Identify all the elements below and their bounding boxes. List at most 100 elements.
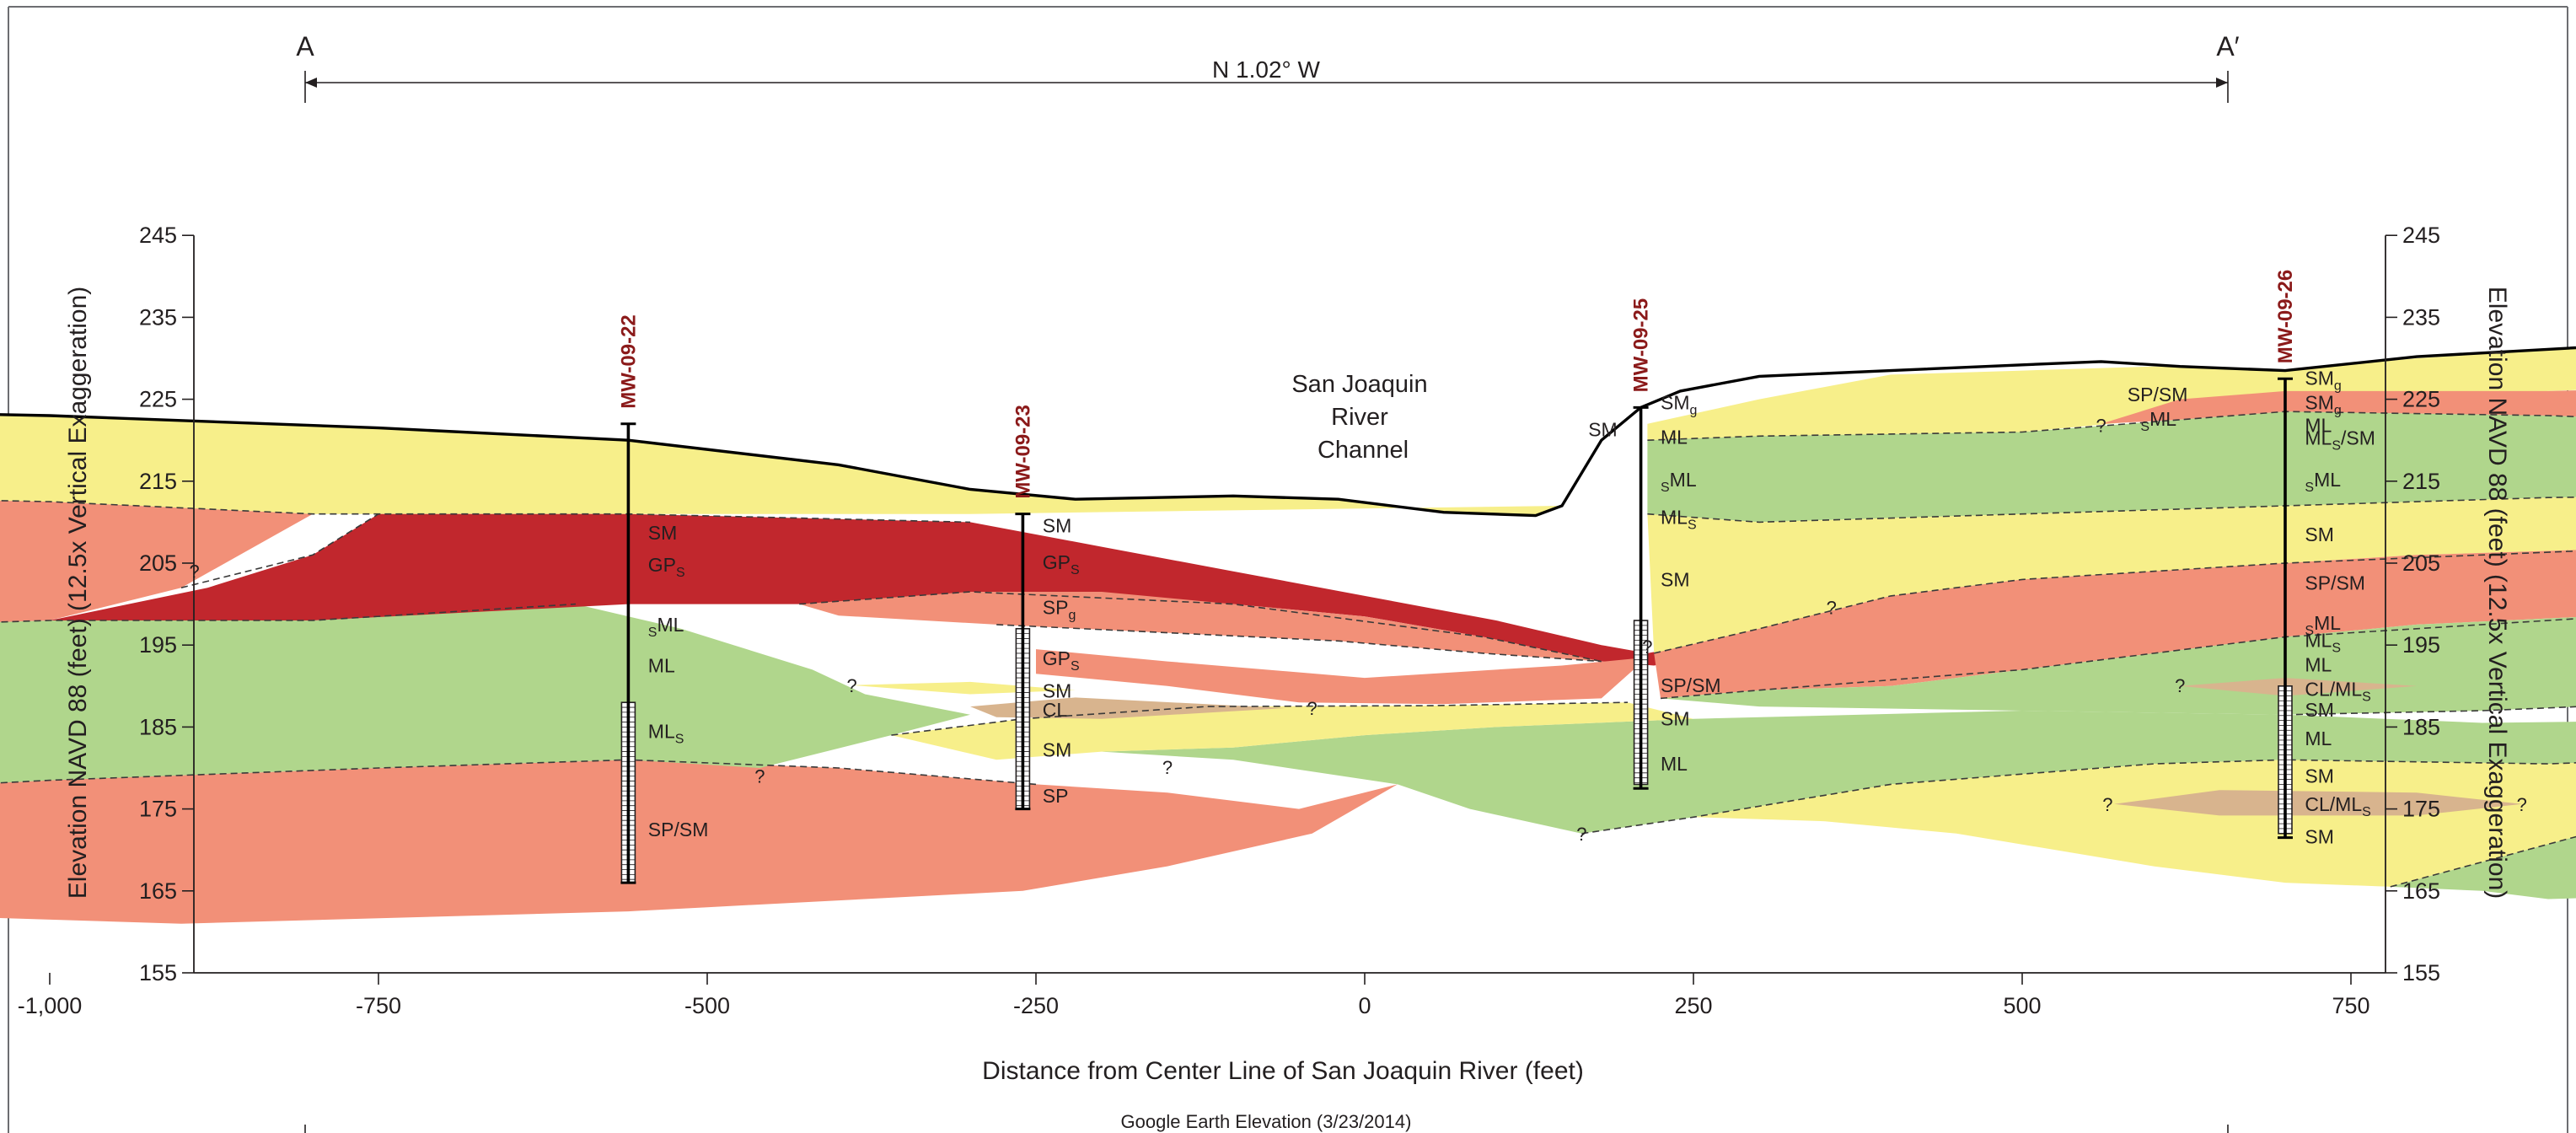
contact-line-1 (0, 500, 971, 524)
section-end-arrowhead (2216, 78, 2228, 88)
lithology-label: SP/SM (2128, 384, 2188, 405)
unit-ml-silt-middle-east (1647, 411, 2576, 523)
unit-sm-upper-east (1647, 348, 2576, 441)
well-mw-09-26: MW-09-26 (2274, 270, 2297, 840)
lithology-label: SML (2140, 408, 2176, 434)
y-tick-label-left: 175 (139, 797, 177, 822)
lithology-label: CL (1043, 699, 1068, 721)
y-tick-label-left: 155 (139, 960, 177, 985)
y-tick-label-right: 165 (2402, 878, 2440, 904)
lithology-label: SM (1043, 514, 1072, 536)
uncertain-contact-mark: ? (2096, 416, 2106, 437)
lithology-label: SML (2305, 469, 2341, 495)
contact-line-8 (1581, 759, 2576, 835)
lithology-label: GPS (1043, 647, 1080, 674)
contact-line-11 (1654, 550, 2576, 654)
x-tick-label: 750 (2332, 993, 2369, 1018)
lithology-label: SP/SM (648, 819, 709, 840)
contact-line-2 (0, 603, 577, 623)
uncertain-contact-mark: ? (846, 675, 856, 696)
unit-sm-middle-east (1647, 497, 2576, 653)
well-id-label: MW-09-23 (1012, 405, 1034, 499)
y-tick-label-right: 155 (2402, 960, 2440, 985)
well-id-label: MW-09-25 (1630, 298, 1653, 393)
river-label-line-1: San Joaquin (1291, 371, 1427, 398)
river-label-line-3: Channel (1318, 437, 1409, 464)
lithology-label: SP/SM (1661, 674, 1721, 696)
y-tick-label-left: 205 (139, 550, 177, 576)
lithology-label: SM (2305, 699, 2334, 721)
well-mw-09-22: MW-09-22 (617, 314, 640, 884)
ground-surface-line (0, 346, 2576, 518)
uncertain-contact-mark: ? (2175, 675, 2185, 696)
lithology-label: SMg (1661, 391, 1697, 417)
uncertain-contact-mark: ? (1576, 824, 1586, 845)
lithology-label: CL/MLS (2305, 793, 2370, 819)
uncertain-contact-mark: ? (2517, 794, 2527, 815)
lithology-label: SM (1661, 568, 1690, 590)
y-tick-label-left: 235 (139, 304, 177, 330)
lithology-label: SM (2305, 826, 2334, 848)
contact-line-6 (996, 624, 1602, 663)
x-axis-title: Distance from Center Line of San Joaquin… (982, 1057, 1584, 1085)
unit-sm-lower-east (1693, 760, 2576, 887)
y-axis-title-right: Elevation NAVD 88 (feet) (12.5x Vertical… (2483, 287, 2511, 899)
section-start-arrowhead (305, 78, 317, 88)
uncertain-contact-mark: ? (754, 766, 765, 787)
well-mw-09-25: MW-09-25 (1630, 298, 1653, 790)
y-tick-label-left: 245 (139, 223, 177, 248)
lithology-label: ML (2305, 415, 2332, 437)
lithology-label: SM (1043, 739, 1072, 761)
y-tick-label-right: 225 (2402, 387, 2440, 412)
lithology-label: SM (1043, 680, 1072, 702)
lithology-label: CL/MLS (2305, 679, 2370, 705)
uncertain-contact-mark: ? (1642, 636, 1652, 658)
lithology-label: SM (2305, 524, 2334, 545)
contact-line-12 (1660, 618, 2576, 700)
unit-sp-sm-east-upper (2101, 390, 2576, 424)
lithology-label: SM (648, 522, 678, 544)
contact-line-10 (1647, 411, 2576, 441)
x-tick-label: -1,000 (18, 993, 83, 1018)
uncertain-contact-mark: ? (1307, 698, 1317, 719)
section-start-label: A (296, 31, 314, 62)
y-tick-label-left: 165 (139, 878, 177, 904)
y-tick-label-right: 175 (2402, 797, 2440, 822)
lithology-label: ML (2305, 654, 2332, 676)
unit-cl-ml-clay-lens-low (2114, 790, 2522, 816)
x-tick-label: -250 (1013, 993, 1059, 1018)
y-axis-title-left: Elevation NAVD 88 (feet) (12.5x Vertical… (64, 287, 92, 899)
uncertain-contact-mark: ? (1827, 597, 1837, 618)
unit-ml-silt-center (1102, 711, 2576, 834)
y-tick-label-left: 195 (139, 632, 177, 658)
lithology-label: SP (1043, 785, 1069, 807)
y-tick-label-left: 185 (139, 714, 177, 739)
y-tick-label-left: 225 (139, 387, 177, 412)
unit-sp-g-lens (799, 592, 1602, 662)
unit-sp-salmon-west (0, 500, 313, 622)
unit-ml-silt-west (0, 604, 970, 783)
monitoring-wells: MW-09-21MW-09-22MW-09-23MW-09-25MW-09-26… (617, 270, 2297, 884)
lithology-label: SM (1661, 708, 1690, 730)
lithology-label: ML (1661, 753, 1688, 775)
lithology-label: SP/SM (2305, 572, 2365, 593)
section-bearing-label: N 1.02° W (1212, 56, 1320, 83)
y-tick-label-right: 215 (2402, 469, 2440, 494)
x-tick-label: 250 (1674, 993, 1712, 1018)
unit-ml-silt-lower-east (2390, 836, 2576, 899)
x-tick-label: -750 (356, 993, 401, 1018)
contact-line-5 (799, 591, 1602, 663)
contact-line-4 (180, 513, 379, 588)
y-tick-label-right: 205 (2402, 550, 2440, 576)
geologic-units (0, 348, 2576, 924)
y-tick-label-right: 195 (2402, 632, 2440, 658)
unit-gp-gravel-red (50, 513, 1832, 666)
unit-cl-ml-clay-lens-mid (2180, 678, 2417, 696)
uncertain-contact-mark: ? (1162, 757, 1173, 778)
river-label-line-2: River (1331, 404, 1388, 431)
unit-sp-sm-middle-east (1654, 550, 2576, 699)
unit-cl-clay-lens-west (970, 697, 1286, 719)
x-tick-label: -500 (684, 993, 730, 1018)
uncertain-contact-marks: ???????????????????? (189, 416, 2527, 845)
